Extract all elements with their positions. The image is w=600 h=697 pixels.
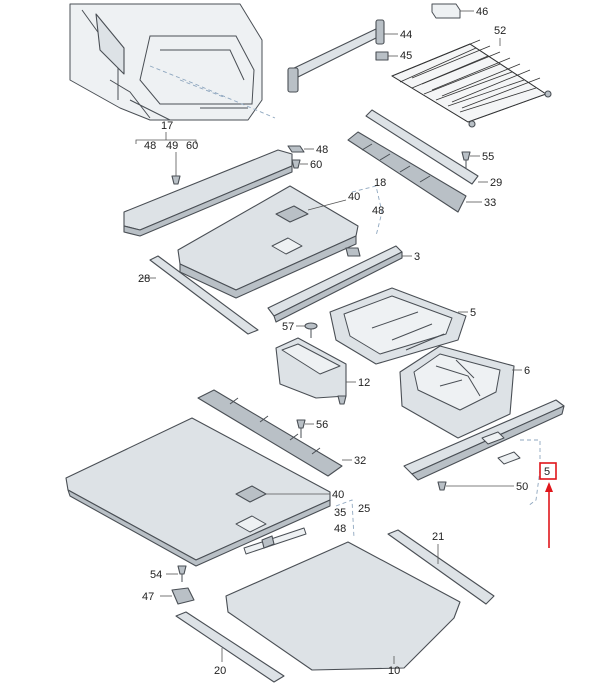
label-28: 28 — [138, 273, 150, 285]
label-17: 17 — [161, 120, 173, 132]
label-55: 55 — [482, 151, 494, 163]
label-48-b: 48 — [316, 144, 328, 156]
vehicle-rear-view — [69, 3, 276, 121]
label-40-b: 40 — [332, 489, 344, 501]
label-25: 25 — [358, 503, 370, 515]
part-60-clip — [291, 159, 308, 169]
part-57-button — [296, 322, 318, 338]
part-3-trim-strip — [267, 245, 412, 323]
label-33: 33 — [484, 197, 496, 209]
part-32-bracket-rail — [197, 389, 352, 477]
label-12: 12 — [358, 377, 370, 389]
part-54-bolt — [166, 565, 187, 582]
label-48-c: 48 — [372, 205, 384, 217]
label-5-a: 5 — [470, 307, 476, 319]
part-48-clip — [287, 145, 314, 153]
label-40-a: 40 — [348, 191, 360, 203]
label-50: 50 — [516, 481, 528, 493]
part-25-floor-panel — [65, 417, 355, 567]
highlight-callout — [539, 462, 557, 548]
label-6: 6 — [524, 365, 530, 377]
label-20: 20 — [214, 665, 226, 677]
part-12-storage-box — [275, 337, 356, 405]
label-47: 47 — [142, 591, 154, 603]
label-35: 35 — [334, 507, 346, 519]
part-5-sill-trim — [403, 399, 565, 507]
label-21: 21 — [432, 531, 444, 543]
part-28-side-strip — [140, 255, 259, 335]
part-29-rail — [365, 109, 488, 185]
part-56-screw — [296, 419, 314, 438]
part-45-clip — [375, 51, 398, 61]
part-46-box — [431, 3, 474, 19]
part-21-lower-right-strip — [387, 529, 495, 605]
label-60-a: 60 — [186, 140, 198, 152]
label-29: 29 — [490, 177, 502, 189]
label-18: 18 — [374, 177, 386, 189]
label-32: 32 — [354, 455, 366, 467]
part-20-lower-strip — [175, 611, 285, 683]
label-3: 3 — [414, 251, 420, 263]
part-35-strap — [243, 527, 307, 555]
part-17-cover-panel — [123, 132, 293, 237]
label-5-highlight: 5 — [544, 466, 550, 478]
label-57: 57 — [282, 321, 294, 333]
label-54: 54 — [150, 569, 162, 581]
label-48-d: 48 — [334, 523, 346, 535]
label-56: 56 — [316, 419, 328, 431]
label-60-b: 60 — [310, 159, 322, 171]
label-52: 52 — [494, 25, 506, 37]
label-10: 10 — [388, 665, 400, 677]
part-5-spare-tray — [329, 287, 468, 365]
label-49: 49 — [166, 140, 178, 152]
part-10-floor-mat — [225, 541, 461, 671]
part-52-luggage-net — [391, 38, 552, 128]
label-44: 44 — [400, 29, 412, 41]
label-45: 45 — [400, 50, 412, 62]
part-33-rail-bracket — [347, 131, 482, 213]
part-6-foam-insert — [399, 345, 522, 439]
part-55-screw — [461, 151, 480, 168]
part-44-tension-rod — [287, 19, 398, 93]
label-46: 46 — [476, 6, 488, 18]
label-48-a: 48 — [144, 140, 156, 152]
part-47-anchor — [160, 587, 195, 605]
